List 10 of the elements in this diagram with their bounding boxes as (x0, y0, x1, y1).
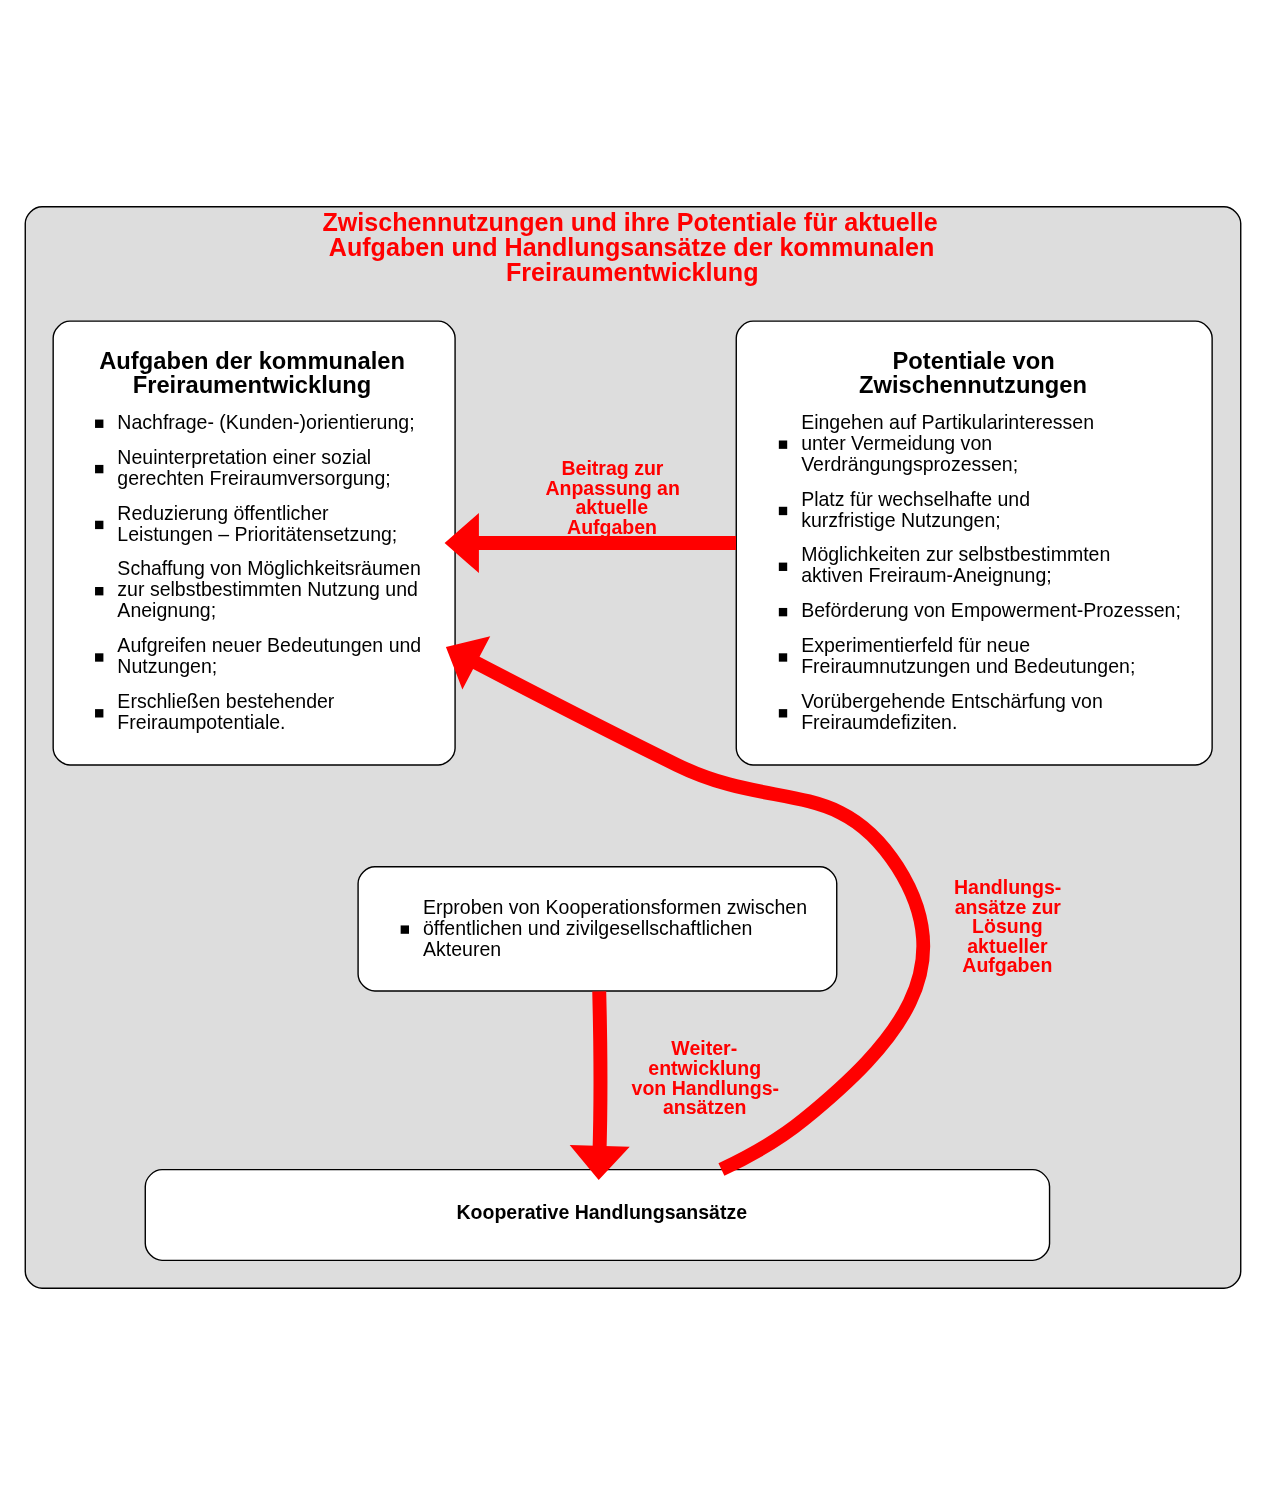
edge-label: Weiter- entwicklung von Handlungs- ansätzen (631, 1036, 780, 1118)
edge-label: Handlungs- ansätze zur Lösung aktueller Aufgaben (953, 875, 1062, 976)
node-box: Kooperative Handlungsansätze (144, 1168, 1051, 1261)
arrow (445, 635, 930, 1176)
arrow (569, 990, 630, 1180)
edge-label: Beitrag zur Anpassung an aktuelle Aufgaben (545, 456, 680, 538)
arrow (444, 512, 737, 573)
node-box: Aufgaben der kommunalen Freiraumentwicklung Nachfrage- (Kunden-)orientierung; Neuinterpretation einer sozial gerechten Freiraumversorgung; Reduzierung öffentlicher Leistungen – Prioritätensetzung; Schaffung von Möglichkeitsräumen zur selbstbestimmten Nutzung und Aneignung; Aufgreifen neuer Bedeutungen und Nutzungen; Erschließen bestehender Freiraumpotentiale. (52, 320, 456, 766)
node-box: Erproben von Kooperationsformen zwischen öffentlichen und zivilgesellschaftlichen Akteuren (357, 865, 838, 992)
node-box: Potentiale von Zwischennutzungen Eingehen auf Partikularinteressen unter Vermeidung von Verdrängungsprozessen; Platz für wechselhafte und kurzfristige Nutzungen; Möglichkeiten zur selbstbestimmten aktiven Freiraum-Aneignung; Beförderung von Empowerment-Prozessen; Experimentierfeld für neue Freiraumnutzungen und Bedeutungen; Vorübergehende Entschärfung von Freiraumdefiziten. (735, 320, 1213, 766)
